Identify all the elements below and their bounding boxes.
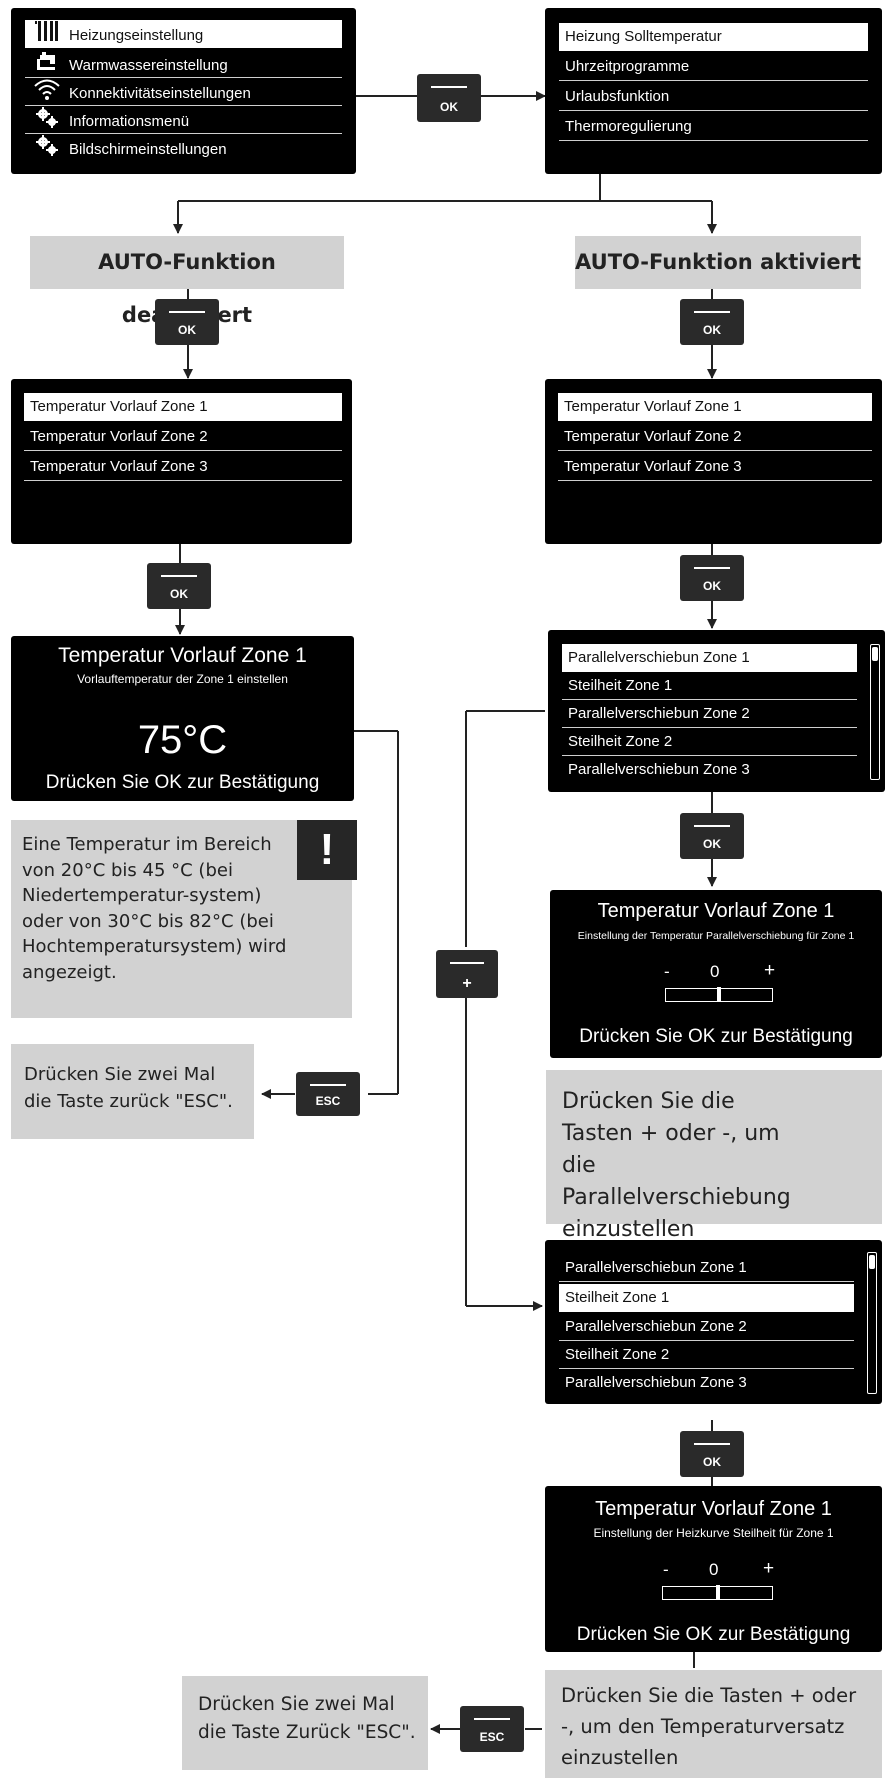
value-label: 0 [710,962,720,981]
ok-button[interactable]: OK [155,299,219,345]
esc-note-bottom: Drücken Sie zwei Mal die Taste Zurück "E… [182,1676,428,1770]
offset-note: Drücken Sie die Tasten + oder -, um den … [545,1670,882,1778]
note-text: Eine Temperatur im Bereich von 20°C bis … [22,834,287,983]
menu-item-slope-zone-2[interactable]: Steilheit Zone 2 [562,728,857,756]
esc-button[interactable]: ESC [460,1706,524,1752]
confirm-hint: Drücken Sie OK zur Bestätigung [576,1624,851,1645]
screen-title: Temperatur Vorlauf Zone 1 [597,900,835,922]
menu-item-setpoint[interactable]: Heizung Solltemperatur [559,23,868,51]
menu-item-thermoregulation[interactable]: Thermoregulierung [559,113,868,141]
minus-label: - [663,1560,669,1579]
exclamation-icon: ! [297,820,357,880]
main-menu-screen: Heizungseinstellung Warmwassereinstellun… [11,8,356,174]
menu-item-zone-3[interactable]: Temperatur Vorlauf Zone 3 [558,453,872,481]
menu-item-parallel-zone-1[interactable]: Parallelverschiebun Zone 1 [562,644,857,672]
menu-item-parallel-zone-2[interactable]: Parallelverschiebun Zone 2 [559,1313,854,1341]
menu-item-display[interactable]: Bildschirmeinstellungen [25,134,342,162]
menu-item-time-programs[interactable]: Uhrzeitprogramme [559,53,868,81]
menu-item-zone-1[interactable]: Temperatur Vorlauf Zone 1 [558,393,872,421]
ok-button[interactable]: OK [680,813,744,859]
confirm-hint: Drücken Sie OK zur Bestätigung [45,772,320,793]
menu-item-parallel-zone-1[interactable]: Parallelverschiebun Zone 1 [559,1254,854,1282]
value-label: 0 [709,1560,719,1579]
temperature-value: 75°C [137,718,228,762]
curve-menu-screen: Parallelverschiebun Zone 1 Steilheit Zon… [548,630,885,792]
slider-marker [717,987,721,1002]
menu-item-hot-water[interactable]: Warmwassereinstellung [25,50,342,78]
zone-menu-left: Temperatur Vorlauf Zone 1 Temperatur Vor… [11,379,352,544]
slider-marker [715,1585,720,1600]
radiator-icon [31,20,63,52]
menu-item-slope-zone-2[interactable]: Steilheit Zone 2 [559,1341,854,1369]
esc-button[interactable]: ESC [296,1072,360,1116]
wifi-icon [31,78,63,110]
menu-item-slope-zone-1[interactable]: Steilheit Zone 1 [559,1284,854,1312]
curve-menu-screen-2: Parallelverschiebun Zone 1 Steilheit Zon… [545,1240,882,1404]
gears-icon [31,134,63,166]
menu-item-connectivity[interactable]: Konnektivitätseinstellungen [25,78,342,106]
menu-item-zone-2[interactable]: Temperatur Vorlauf Zone 2 [558,423,872,451]
menu-item-zone-3[interactable]: Temperatur Vorlauf Zone 3 [24,453,342,481]
ok-button[interactable]: OK [680,299,744,345]
ok-button[interactable]: OK [680,1431,744,1477]
screen-title: Temperatur Vorlauf Zone 1 [58,644,307,667]
screen-subtitle: Einstellung der Temperatur Parallelversc… [577,930,855,942]
scrollbar[interactable] [870,644,880,780]
plus-button[interactable]: + [436,950,498,998]
esc-note-left: Drücken Sie zwei Mal die Taste zurück "E… [11,1044,254,1139]
slope-screen: Temperatur Vorlauf Zone 1 Einstellung de… [545,1486,882,1652]
parallel-shift-note: Drücken Sie die Tasten + oder -, um die … [546,1070,882,1242]
scrollbar[interactable] [867,1252,877,1394]
auto-off-label: AUTO-Funktion deaktiviert [30,236,344,327]
temperature-range-note: Eine Temperatur im Bereich von 20°C bis … [11,820,357,1018]
menu-item-parallel-zone-3[interactable]: Parallelverschiebun Zone 3 [568,761,750,778]
gears-icon [31,106,63,138]
heating-menu-screen: Heizung Solltemperatur Uhrzeitprogramme … [545,8,882,174]
menu-item-zone-1[interactable]: Temperatur Vorlauf Zone 1 [24,393,342,421]
note-text: Drücken Sie die Tasten + oder -, um den … [561,1684,857,1769]
menu-item-parallel-zone-2[interactable]: Parallelverschiebun Zone 2 [562,700,857,728]
parallel-shift-screen: Temperatur Vorlauf Zone 1 Einstellung de… [550,890,882,1058]
menu-item-label: Konnektivitätseinstellungen [69,84,251,102]
menu-item-heating[interactable]: Heizungseinstellung [25,20,342,48]
minus-label: - [664,962,670,981]
note-text: Drücken Sie zwei Mal die Taste Zurück "E… [198,1694,416,1743]
confirm-hint: Drücken Sie OK zur Bestätigung [579,1026,853,1047]
menu-item-holiday[interactable]: Urlaubsfunktion [559,83,868,111]
menu-item-label: Bildschirmeinstellungen [69,140,227,158]
menu-item-label: Heizungseinstellung [69,26,204,44]
screen-title: Temperatur Vorlauf Zone 1 [595,1498,832,1520]
screen-subtitle: Vorlauftemperatur der Zone 1 einstellen [77,672,288,686]
note-text: Drücken Sie die Tasten + oder -, um die … [562,1089,791,1242]
ok-button[interactable]: OK [147,563,211,609]
menu-item-zone-2[interactable]: Temperatur Vorlauf Zone 2 [24,423,342,451]
zone-menu-right: Temperatur Vorlauf Zone 1 Temperatur Vor… [545,379,882,544]
plus-label: + [764,960,776,981]
menu-item-label: Warmwassereinstellung [69,56,228,74]
ok-button[interactable]: OK [680,555,744,601]
ok-button[interactable]: OK [417,74,481,122]
menu-item-slope-zone-1[interactable]: Steilheit Zone 1 [562,672,857,700]
menu-item-parallel-zone-3[interactable]: Parallelverschiebun Zone 3 [565,1374,747,1391]
menu-item-label: Informationsmenü [69,112,190,130]
temperature-screen: Temperatur Vorlauf Zone 1 Vorlauftempera… [11,636,354,801]
menu-item-information[interactable]: Informationsmenü [25,106,342,134]
note-text: Drücken Sie zwei Mal die Taste zurück "E… [24,1064,233,1112]
auto-on-label: AUTO-Funktion aktiviert [575,236,861,289]
plus-label: + [763,1558,775,1579]
screen-subtitle: Einstellung der Heizkurve Steilheit für … [593,1526,834,1540]
adjust-slider[interactable] [662,1585,773,1600]
adjust-slider[interactable] [665,987,773,1002]
faucet-icon [31,50,63,82]
